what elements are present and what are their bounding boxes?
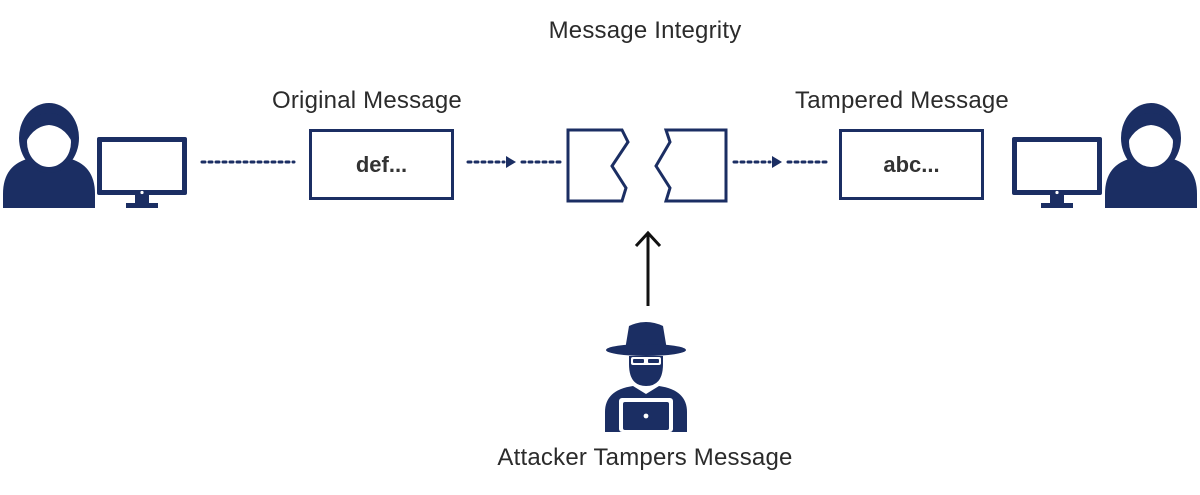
diagram-title: Message Integrity: [548, 17, 742, 44]
original-message-box: def...: [309, 129, 454, 200]
attacker-label: Attacker Tampers Message: [497, 444, 793, 471]
sender-monitor-icon: [97, 137, 187, 208]
receiver-monitor-icon: [1012, 137, 1102, 208]
channel-to-tampered-arrow: [732, 156, 828, 168]
hacker-icon: [605, 322, 687, 432]
sender-connector-line: [200, 160, 296, 164]
receiver-user-icon: [1105, 103, 1197, 208]
broken-message-icon: [566, 128, 728, 203]
attacker-up-arrow: [634, 230, 662, 306]
tampered-message-box: abc...: [839, 129, 984, 200]
tampered-message-label: Tampered Message: [795, 87, 1009, 114]
original-message-label: Original Message: [272, 87, 462, 114]
original-to-channel-arrow: [466, 156, 562, 168]
sender-user-icon: [3, 103, 95, 208]
